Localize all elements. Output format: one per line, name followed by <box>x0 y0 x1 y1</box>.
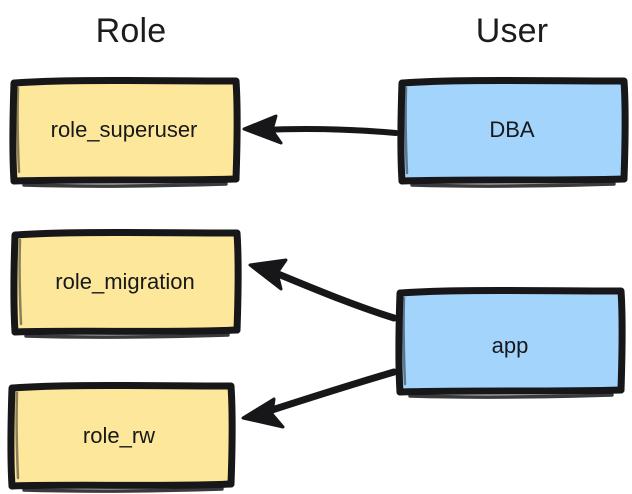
column-header-user: User <box>475 12 549 50</box>
node-role-migration[interactable] <box>13 232 238 331</box>
node-dba[interactable] <box>400 80 625 180</box>
edge-app-to-role-rw <box>241 368 398 429</box>
node-shape-app[interactable] <box>395 287 626 399</box>
node-app[interactable] <box>398 290 622 392</box>
column-header-role: Role <box>95 12 167 50</box>
node-shape-role-migration[interactable] <box>10 229 242 339</box>
edge-app-to-role-migration <box>248 258 398 322</box>
node-shape-role-rw[interactable] <box>7 382 236 493</box>
node-shape-role-superuser[interactable] <box>9 77 241 188</box>
node-role-superuser[interactable] <box>12 80 237 180</box>
node-shape-dba[interactable] <box>397 77 629 188</box>
node-role-rw[interactable] <box>10 385 232 485</box>
edge-dba-to-role-superuser <box>242 114 399 145</box>
